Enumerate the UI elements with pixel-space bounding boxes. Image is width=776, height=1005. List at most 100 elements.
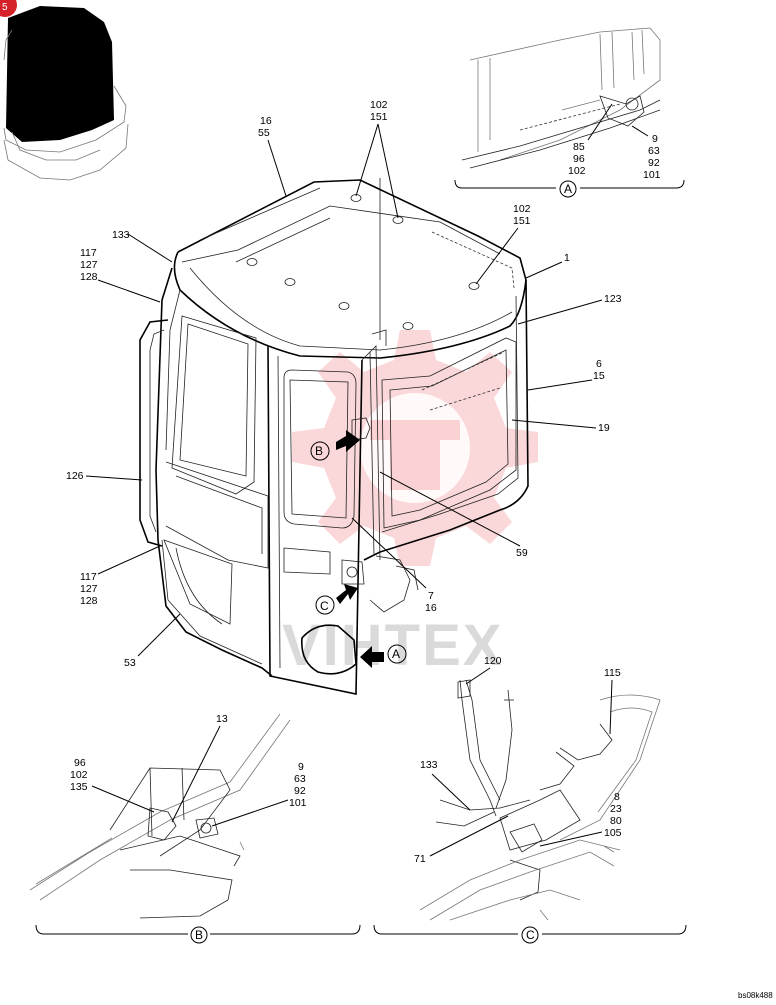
view-arrow-a-label: A (392, 647, 400, 661)
callout-1: 1 (564, 252, 570, 264)
callout-b-63: 63 (294, 773, 306, 785)
callout-16: 16 (260, 115, 272, 127)
leader-53 (137, 613, 181, 657)
callout-c-23: 23 (610, 803, 622, 815)
callout-19: 19 (598, 422, 610, 434)
detail-a-bracket-right (580, 179, 685, 189)
callout-102-right: 102 (513, 203, 531, 215)
leader-102-top-a (355, 123, 379, 197)
callout-133-main: 133 (112, 229, 130, 241)
callout-c-80: 80 (610, 815, 622, 827)
callout-123: 123 (604, 293, 622, 305)
detail-c-circle (521, 926, 539, 944)
detail-a-drawing (461, 27, 661, 169)
callout-7: 7 (428, 590, 434, 602)
leader-c-120 (465, 667, 491, 685)
leader-123 (517, 299, 603, 325)
detail-b-drawing (29, 713, 291, 919)
callout-15: 15 (593, 370, 605, 382)
detail-b-bracket-right (210, 924, 361, 935)
callout-117-bottom: 117 (80, 571, 97, 583)
leader-102-top-b (377, 123, 399, 219)
leader-59 (379, 471, 521, 547)
detail-b-label: B (195, 928, 203, 942)
callout-16-lower: 16 (425, 602, 437, 614)
badge-number: 5 (2, 2, 8, 13)
detail-a-circle (559, 180, 577, 198)
detail-c-bracket-right (542, 924, 687, 935)
callout-126: 126 (66, 470, 84, 482)
callout-b-92: 92 (294, 785, 306, 797)
watermark-text: VIHTEX (282, 613, 504, 678)
leader-133-main (127, 233, 173, 263)
callout-b-102: 102 (70, 769, 88, 781)
leader-117-bottom (97, 545, 161, 575)
callout-59: 59 (516, 547, 528, 559)
callout-53: 53 (124, 657, 136, 669)
callout-b-96: 96 (74, 757, 86, 769)
callout-a-9-4: 101 (643, 169, 661, 181)
leader-16-55 (267, 139, 287, 197)
detail-c-label: C (526, 928, 535, 942)
detail-b-bracket-left (35, 924, 188, 935)
view-arrow-a (360, 644, 407, 668)
main-cab-drawing (139, 178, 529, 695)
leader-c-115 (609, 679, 613, 735)
callout-a-9-3: 92 (648, 157, 660, 169)
callout-b-101: 101 (289, 797, 307, 809)
leader-7-16 (351, 517, 427, 589)
callout-a-9-2: 63 (648, 145, 660, 157)
callout-b-9: 9 (298, 761, 304, 773)
callout-c-120: 120 (484, 655, 502, 667)
view-arrow-b (310, 430, 360, 461)
leader-a-85 (587, 103, 613, 141)
callout-b-13: 13 (216, 713, 228, 725)
callout-c-115: 115 (604, 667, 621, 679)
thumbnail-cab-silhouette (3, 6, 129, 181)
view-arrow-c (315, 584, 358, 615)
callout-6: 6 (596, 358, 602, 370)
callout-c-133: 133 (420, 759, 438, 771)
figure-reference: bs08k488 (738, 991, 773, 1000)
detail-a-label: A (564, 182, 572, 196)
callout-117-top: 117 (80, 247, 97, 259)
leader-126 (85, 475, 143, 481)
callout-c-71: 71 (414, 853, 426, 865)
watermark-gear-logo (292, 330, 538, 566)
callout-a-85-1: 85 (573, 141, 585, 153)
leader-117-top (97, 279, 161, 303)
callout-b-135: 135 (70, 781, 88, 793)
callout-102-top: 102 (370, 99, 388, 111)
leader-b-96 (91, 785, 155, 813)
callout-151-top: 151 (370, 111, 388, 123)
callout-a-85-3: 102 (568, 165, 586, 177)
leader-19 (511, 419, 597, 429)
callout-151-right: 151 (513, 215, 531, 227)
leader-1 (525, 261, 563, 279)
detail-c-drawing (419, 679, 661, 921)
callout-c-105: 105 (604, 827, 622, 839)
leader-b-9 (211, 799, 289, 827)
detail-c-bracket-left (373, 924, 518, 935)
callout-128-bottom: 128 (80, 595, 98, 607)
leader-6-15 (527, 379, 593, 391)
callout-a-85-2: 96 (573, 153, 585, 165)
callout-128-top: 128 (80, 271, 98, 283)
callout-c-8: 8 (614, 791, 620, 803)
callout-127-bottom: 127 (80, 583, 98, 595)
badge-circle (0, 0, 17, 17)
leader-b-13 (171, 725, 221, 823)
leader-c-133 (431, 773, 471, 811)
detail-a-bracket-left (454, 179, 556, 189)
view-arrow-c-label: C (320, 599, 329, 613)
detail-b-circle (190, 926, 208, 944)
callout-55: 55 (258, 127, 270, 139)
callout-a-9-1: 9 (652, 133, 658, 145)
leader-102-right (475, 227, 519, 285)
callout-127-top: 127 (80, 259, 98, 271)
leader-c-8 (539, 831, 603, 847)
view-arrow-b-label: B (315, 444, 323, 458)
leader-c-71 (429, 815, 509, 857)
leader-a-9 (631, 125, 649, 137)
